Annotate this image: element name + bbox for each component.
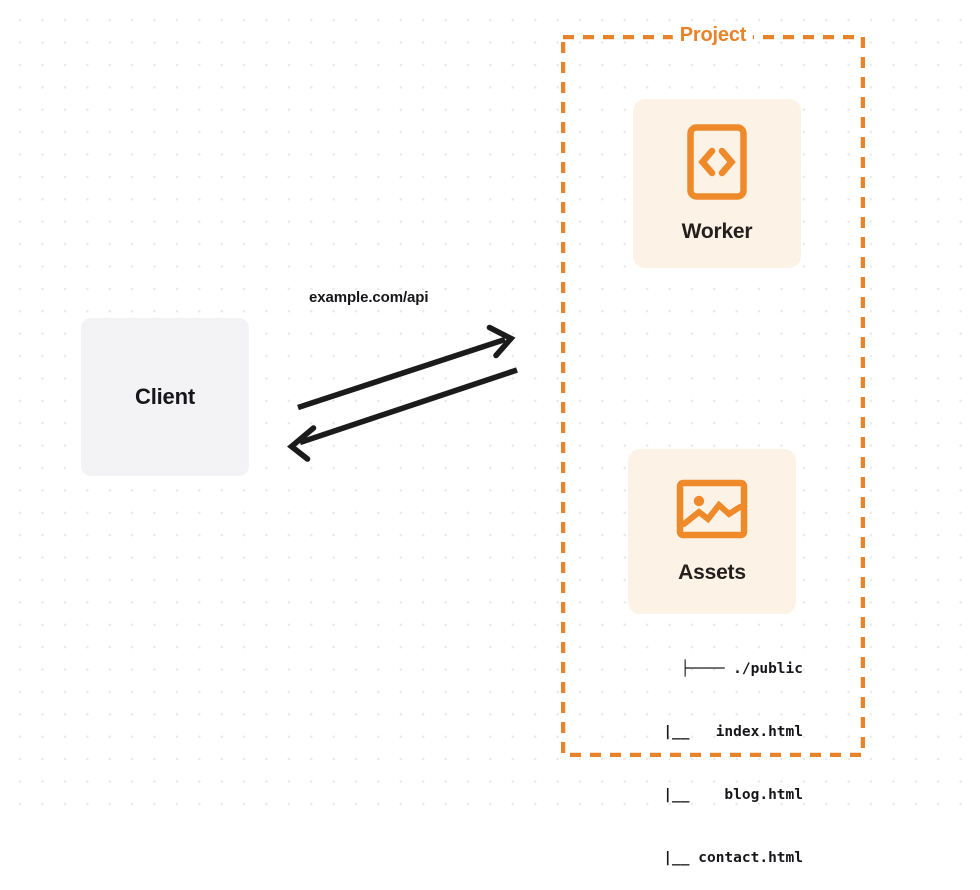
project-group: Project [561,24,865,757]
file-tree-row: |__ contact.html [619,850,803,866]
assets-node[interactable]: Assets [628,449,796,614]
request-edge-label: example.com/api [309,289,429,306]
file-tree-row: |__ index.html [619,724,803,740]
client-node[interactable]: Client [81,318,249,476]
image-icon [676,478,748,545]
project-group-label: Project [672,24,754,46]
worker-node[interactable]: Worker [633,99,801,268]
worker-node-label: Worker [681,220,753,243]
file-tree-row: |__ blog.html [619,787,803,803]
file-tree-row: ├──── ./public [680,661,803,677]
client-node-label: Client [135,384,195,409]
code-brackets-icon [686,123,748,206]
asset-file-tree: ├──── ./public |__ index.html |__ blog.h… [601,617,803,890]
assets-node-label: Assets [678,561,746,584]
